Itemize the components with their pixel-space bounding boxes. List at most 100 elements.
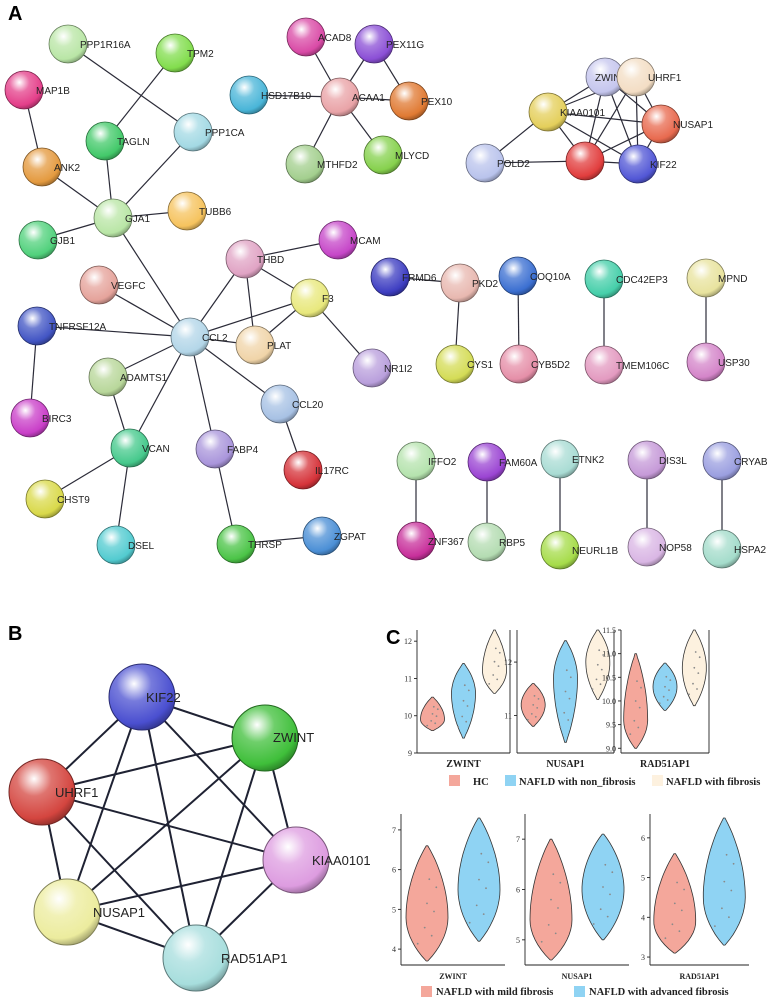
node-sphere (627, 440, 667, 480)
legend-label-fibrosis: NAFLD with fibrosis (666, 777, 760, 788)
data-point (466, 705, 469, 707)
y-tick-label: 10.5 (602, 673, 616, 682)
panel-c-letter: C (386, 627, 400, 649)
y-tick-label: 5 (641, 874, 645, 883)
node-label: CRYAB (734, 457, 768, 468)
node-label: ACAA1 (352, 93, 385, 104)
node-sphere (22, 147, 62, 187)
node-label: RBP5 (499, 538, 526, 549)
data-point (568, 697, 571, 700)
data-point (563, 711, 566, 714)
node-sphere (8, 758, 76, 826)
edge-kif22-nusap1 (66, 696, 143, 913)
node-sphere (641, 104, 681, 144)
node-sphere (93, 198, 133, 238)
data-point (533, 695, 536, 697)
node-sphere (79, 265, 119, 305)
y-tick-label: 9.0 (606, 744, 616, 753)
y-tick-label: 9.5 (606, 721, 616, 730)
node-dis3l: DIS3L (627, 440, 687, 480)
node-sphere (170, 317, 210, 357)
data-point (487, 861, 490, 864)
node-label: COQ10A (530, 272, 571, 283)
node-usp30: USP30 (686, 342, 750, 382)
node-label: F3 (322, 294, 334, 305)
data-point (492, 674, 495, 676)
data-point (714, 925, 716, 927)
node-label: DIS3L (659, 456, 687, 467)
data-point (426, 724, 429, 727)
node-label: KIF22 (650, 160, 677, 171)
node-sphere (435, 344, 475, 384)
edge-kif22-rad51ap1 (141, 696, 197, 959)
data-point (431, 713, 434, 715)
node-label: ZGPAT (334, 532, 366, 543)
node-ank2: ANK2 (22, 147, 81, 187)
node-mthfd2: MTHFD2 (285, 144, 358, 184)
data-point (436, 708, 439, 711)
data-point (532, 704, 535, 706)
data-point (683, 888, 685, 891)
data-point (638, 706, 641, 709)
node-label: PPP1CA (205, 128, 245, 139)
data-point (604, 863, 607, 866)
edge-tnfrsf12a-ccl2 (36, 325, 191, 338)
node-pold2: POLD2 (465, 143, 530, 183)
legend-swatch-fibrosis (652, 775, 663, 786)
node-label: CYB5D2 (531, 360, 570, 371)
legend-swatch-advanced (574, 986, 585, 997)
data-point (669, 679, 672, 681)
node-kif22: KIF22 (108, 663, 181, 731)
node-tmem106c: TMEM106C (584, 345, 669, 385)
node-label: NEURL1B (572, 546, 618, 557)
node-ccl20: CCL20 (260, 384, 324, 424)
data-point (730, 889, 733, 892)
y-tick-label: 6 (641, 834, 645, 843)
y-tick-label: 6 (516, 886, 520, 895)
node-sphere (283, 450, 323, 490)
gene-label: RAD51AP1 (680, 972, 720, 981)
y-tick-label: 9 (408, 749, 412, 758)
data-point (530, 713, 533, 715)
node-thbd: THBD (225, 239, 284, 279)
node-label: NR1I2 (384, 364, 413, 375)
node-ccl2: CCL2 (170, 317, 228, 357)
node-label: MCAM (350, 236, 381, 247)
node-sphere (467, 522, 507, 562)
node-sphere (499, 344, 539, 384)
node-label: RAD51AP1 (221, 951, 287, 966)
node-sphere (440, 263, 480, 303)
gene-label: ZWINT (439, 972, 467, 981)
node-sphere (110, 428, 150, 468)
data-point (634, 700, 637, 702)
node-nop58: NOP58 (627, 527, 692, 567)
legend-label-non-fibrosis: NAFLD with non_fibrosis (519, 777, 636, 788)
data-point (426, 902, 428, 905)
data-point (698, 656, 701, 659)
node-label: CHST9 (57, 495, 90, 506)
edge-f3-ccl2 (189, 297, 311, 338)
data-point (428, 878, 431, 881)
node-gja1: GJA1 (93, 198, 150, 238)
node-label: FABP4 (227, 445, 259, 456)
node-sphere (498, 256, 538, 296)
data-point (465, 720, 468, 723)
data-point (600, 668, 603, 671)
y-tick-label: 5 (516, 936, 520, 945)
data-point (636, 680, 638, 682)
node-sphere (540, 439, 580, 479)
data-point (547, 924, 550, 926)
data-point (664, 685, 666, 688)
node-rbp5: RBP5 (467, 522, 526, 562)
node-sphere (225, 239, 265, 279)
node-label: FAM60A (499, 458, 538, 469)
data-point (666, 699, 669, 701)
network-a-nodes: PPP1R16ATPM2MAP1BTAGLNPPP1CAANK2TUBB6GJA… (4, 17, 768, 570)
node-chst9: CHST9 (25, 479, 90, 519)
node-sphere (627, 527, 667, 567)
data-point (540, 940, 543, 943)
node-label: HSD17B10 (261, 91, 311, 102)
data-point (596, 663, 599, 666)
